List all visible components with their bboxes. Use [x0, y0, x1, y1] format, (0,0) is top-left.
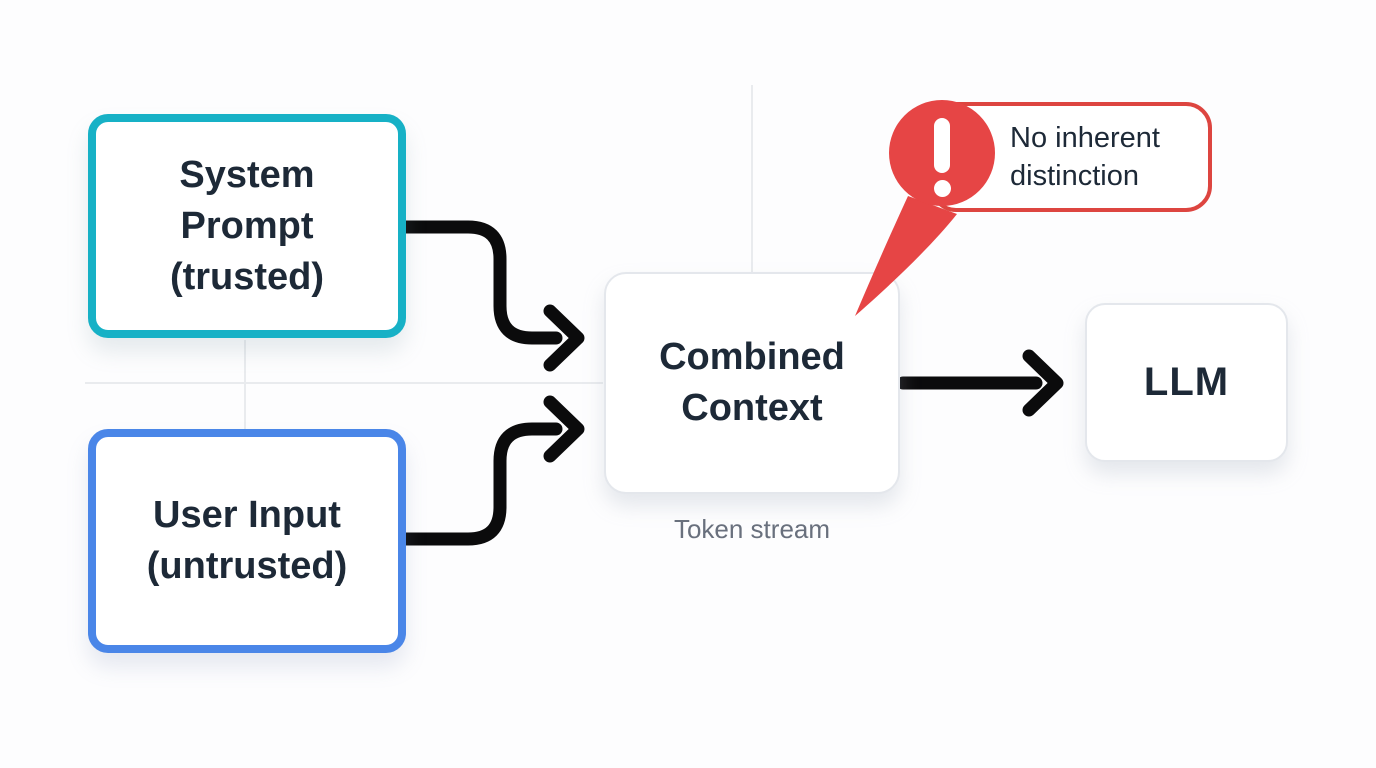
node-combined-context: Combined Context [604, 272, 900, 494]
arrowhead-icon [543, 304, 585, 372]
warning-callout-text: No inherent distinction [1010, 122, 1160, 192]
node-user-input: User Input (untrusted) [88, 429, 406, 653]
node-combined-context-label: Combined Context [659, 336, 845, 429]
exclamation-icon [889, 100, 995, 206]
guide-line-vertical-left [244, 340, 246, 429]
node-user-input-label: User Input (untrusted) [146, 494, 348, 587]
arrowhead-icon [1022, 349, 1064, 417]
node-llm-label: LLM [1143, 360, 1230, 404]
guide-line-vertical-top [751, 85, 753, 273]
arrow-user-to-combined [399, 395, 585, 546]
arrow-system-to-combined [399, 220, 585, 372]
node-system-prompt: System Prompt (trusted) [88, 114, 406, 338]
guide-line-horizontal [85, 382, 603, 384]
node-system-prompt-label: System Prompt (trusted) [169, 153, 325, 298]
node-llm: LLM [1085, 303, 1288, 462]
arrowhead-icon [543, 395, 585, 463]
arrow-combined-to-llm [896, 349, 1064, 417]
token-stream-caption: Token stream [673, 514, 831, 544]
